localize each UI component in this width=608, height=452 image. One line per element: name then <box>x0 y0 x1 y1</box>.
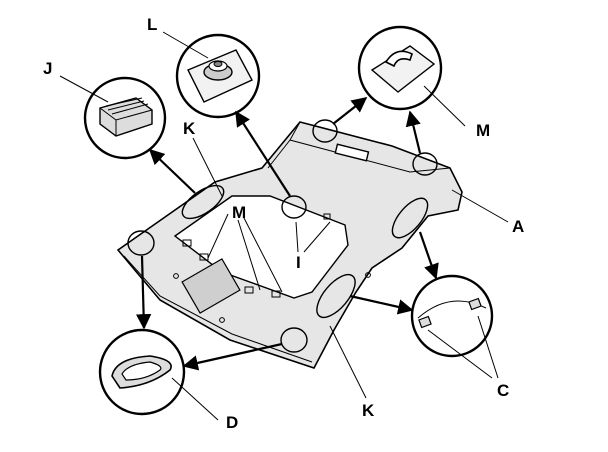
sunvisor-clip-circle-right <box>316 273 356 319</box>
label-a: A <box>512 217 524 236</box>
label-i: I <box>296 253 301 272</box>
detail-bubble-c <box>410 274 494 358</box>
label-l: L <box>147 15 157 34</box>
dome-light-opening <box>181 258 241 314</box>
label-k-bottom: K <box>362 401 375 420</box>
clip-circle-rear-left <box>312 119 338 143</box>
sunroof-opening <box>173 195 349 299</box>
part-labels: J L K M I M A C K D <box>43 15 524 432</box>
clip-circle-rear-right <box>412 152 438 176</box>
detail-bubble-j <box>83 76 167 160</box>
label-c: C <box>497 381 509 400</box>
label-m-center: M <box>232 203 246 222</box>
clip-circle-center <box>281 195 307 219</box>
clip-circle-front-right <box>280 327 308 353</box>
detail-bubble-l <box>175 33 261 119</box>
detail-arrows <box>135 97 439 371</box>
label-k-top: K <box>183 119 196 138</box>
clip-circle-side-right <box>391 197 429 239</box>
detail-bubble-m-rear <box>357 25 443 111</box>
headliner-panel <box>116 121 463 369</box>
panel-callout-circles <box>127 119 438 353</box>
label-m-rear: M <box>476 121 490 140</box>
sunvisor-clip-circle-left <box>181 184 225 220</box>
label-j: J <box>43 59 52 78</box>
detail-bubble-d <box>98 328 186 416</box>
label-d: D <box>226 413 238 432</box>
clip-circle-front-left <box>127 230 155 256</box>
leader-lines <box>59 31 509 421</box>
